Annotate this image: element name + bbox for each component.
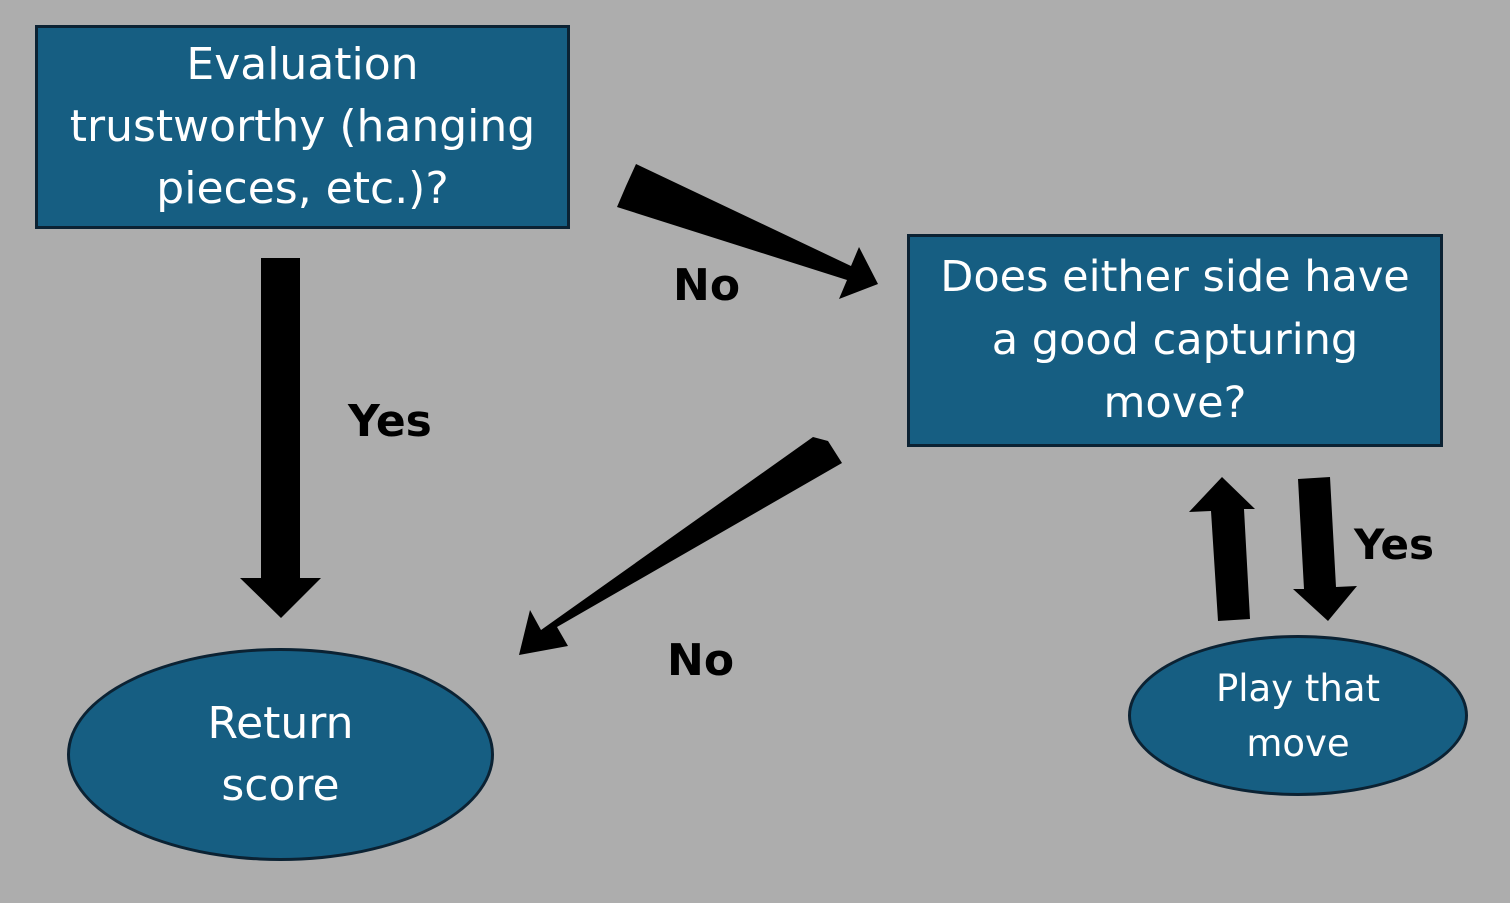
arrow-capture-to-return: [519, 437, 842, 655]
node-evaluation-trustworthy: Evaluation trustworthy (hanging pieces, …: [35, 25, 570, 229]
edge-label-capture-to-return: No: [667, 635, 735, 686]
node-play-line-2: move: [1246, 721, 1350, 765]
arrow-play-to-capture: [1189, 477, 1255, 621]
node-evaluation-line-3: pieces, etc.)?: [156, 163, 449, 214]
node-good-capturing-move: Does either side have a good capturing m…: [907, 234, 1443, 447]
node-return-line-1: Return: [207, 697, 354, 749]
arrow-eval-to-return: [240, 258, 321, 618]
node-return-line-2: score: [221, 759, 340, 811]
node-play-line-1: Play that: [1215, 666, 1381, 710]
node-return-score: Return score: [67, 648, 494, 861]
arrow-capture-to-play: [1293, 477, 1357, 621]
node-capture-line-1: Does either side have: [940, 252, 1410, 302]
node-capture-line-3: move?: [1103, 378, 1247, 428]
node-evaluation-line-2: trustworthy (hanging: [69, 101, 536, 152]
edge-label-eval-to-capture: No: [673, 260, 741, 311]
node-play-that-move: Play that move: [1128, 635, 1468, 796]
node-capture-text: Does either side have a good capturing m…: [940, 246, 1410, 435]
node-capture-line-2: a good capturing: [991, 315, 1359, 365]
arrow-eval-to-capture: [617, 164, 878, 299]
node-evaluation-line-1: Evaluation: [186, 39, 419, 90]
node-evaluation-text: Evaluation trustworthy (hanging pieces, …: [70, 34, 535, 220]
node-return-text: Return score: [207, 693, 353, 817]
node-play-text: Play that move: [1216, 661, 1380, 771]
edge-label-capture-to-play: Yes: [1354, 520, 1435, 569]
edge-label-eval-to-return: Yes: [348, 396, 432, 447]
